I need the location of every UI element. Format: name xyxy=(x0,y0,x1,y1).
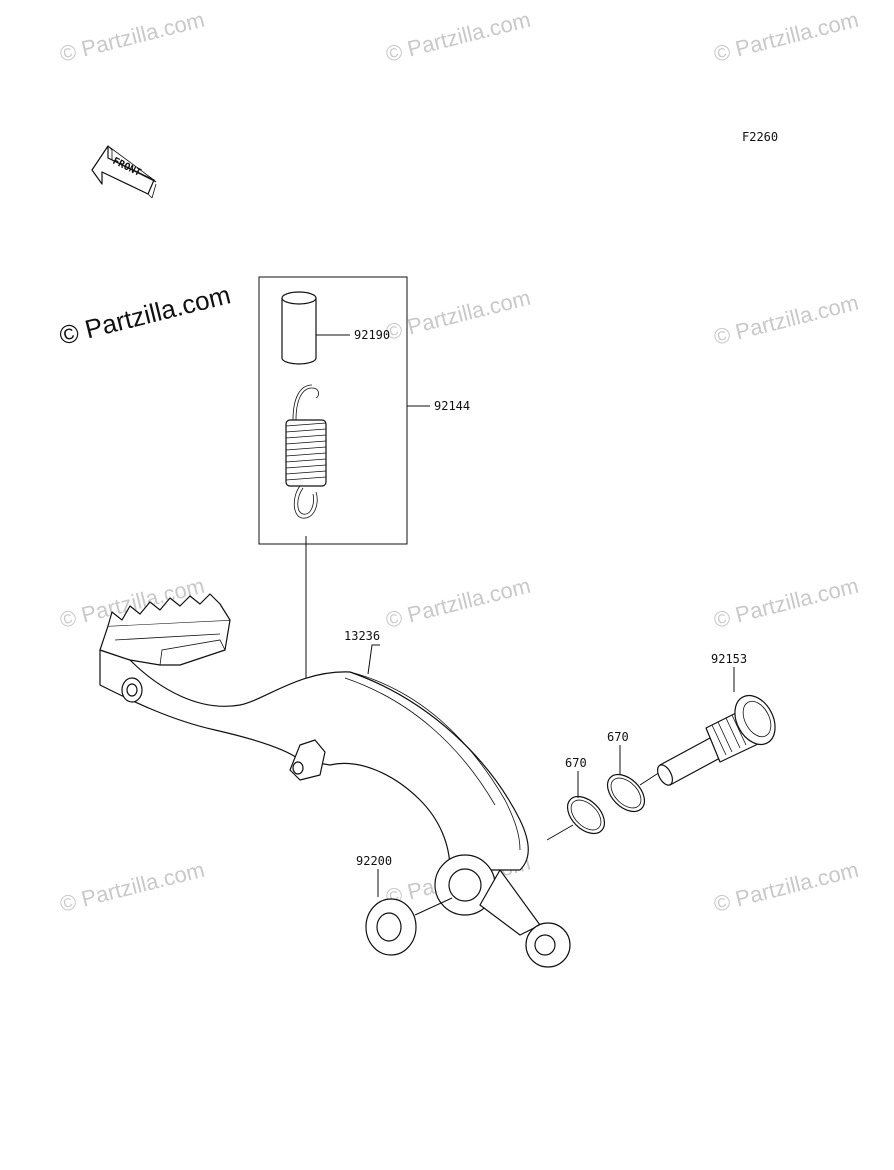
front-arrow-icon: FRONT xyxy=(91,145,157,199)
o-ring-1-part: 670 xyxy=(546,756,606,841)
watermark: © Partzilla.com xyxy=(711,290,861,350)
part-number-670-a: 670 xyxy=(565,756,587,770)
watermark: © Partzilla.com xyxy=(57,857,207,917)
watermark: © Partzilla.com xyxy=(711,857,861,917)
collar-part: 92190 xyxy=(281,291,390,365)
part-number-92153: 92153 xyxy=(711,652,747,666)
watermark: © Partzilla.com xyxy=(383,7,533,67)
spring-set-box: 92144 xyxy=(258,276,470,545)
figure-code: F2260 xyxy=(742,130,778,144)
washer-part: 92200 xyxy=(356,854,453,956)
shaft-part: 92153 xyxy=(657,652,776,786)
part-number-92144: 92144 xyxy=(434,399,470,413)
brake-pedal-part: 13236 xyxy=(99,593,571,968)
part-number-92190: 92190 xyxy=(354,328,390,342)
watermark: © Partzilla.com xyxy=(711,573,861,633)
o-ring-2-part: 670 xyxy=(606,730,661,813)
part-number-670-b: 670 xyxy=(607,730,629,744)
watermark: © Partzilla.com xyxy=(711,7,861,67)
part-number-13236: 13236 xyxy=(344,629,380,643)
watermark: © Partzilla.com xyxy=(57,7,207,67)
spring-part xyxy=(285,384,327,519)
watermark: © Partzilla.com xyxy=(56,279,233,350)
part-number-92200: 92200 xyxy=(356,854,392,868)
watermark: © Partzilla.com xyxy=(383,285,533,345)
watermark: © Partzilla.com xyxy=(383,573,533,633)
